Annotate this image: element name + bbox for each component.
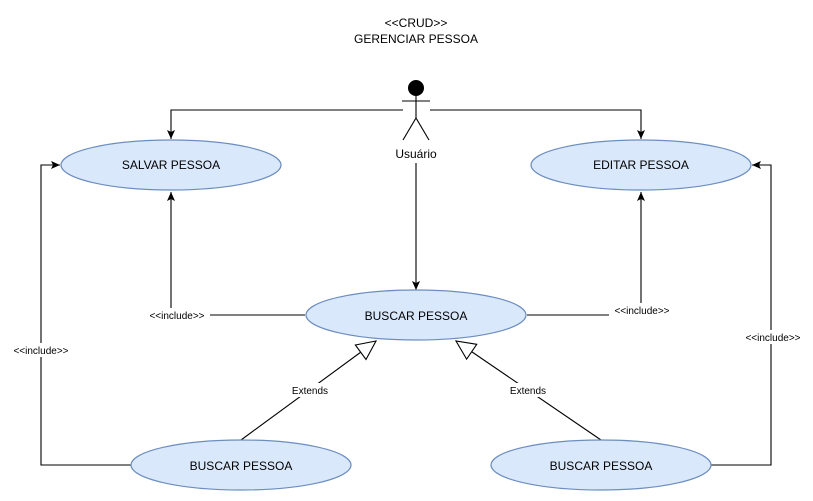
use-case-buscar-pessoa-right[interactable]: BUSCAR PESSOA (490, 439, 712, 491)
include-right-text: <<include>> (745, 333, 800, 344)
diagram-title: GERENCIAR PESSOA (354, 32, 478, 46)
label-include-right: <<include>> (740, 330, 806, 344)
use-case-buscar-pessoa[interactable]: BUSCAR PESSOA (305, 289, 527, 341)
extends-right-text: Extends (510, 386, 546, 397)
use-case-buscar-right-label: BUSCAR PESSOA (550, 459, 653, 473)
use-case-buscar-label: BUSCAR PESSOA (365, 309, 468, 323)
label-extends-right: Extends (505, 383, 551, 397)
label-include-editar: <<include>> (609, 303, 675, 317)
edge-include-left (40, 161, 131, 466)
extends-left-text: Extends (292, 386, 328, 397)
label-extends-left: Extends (287, 383, 333, 397)
use-case-buscar-left-label: BUSCAR PESSOA (190, 459, 293, 473)
edge-include-editar (527, 192, 645, 316)
label-include-salvar: <<include>> (144, 308, 210, 322)
actor-label: Usuário (395, 147, 437, 161)
actor-usuario[interactable]: Usuário (395, 80, 437, 161)
edge-include-salvar (167, 192, 305, 316)
edge-include-right (711, 161, 772, 466)
use-case-salvar-pessoa[interactable]: SALVAR PESSOA (60, 139, 282, 191)
stick-figure-icon (402, 80, 430, 141)
include-left-text: <<include>> (13, 346, 68, 357)
include-salvar-text: <<include>> (149, 311, 204, 322)
edge-actor-editar (430, 109, 645, 139)
use-case-salvar-label: SALVAR PESSOA (122, 158, 220, 172)
use-case-buscar-pessoa-left[interactable]: BUSCAR PESSOA (130, 439, 352, 491)
edge-actor-salvar (167, 109, 403, 139)
include-editar-text: <<include>> (614, 306, 669, 317)
diagram-stereotype: <<CRUD>> (385, 16, 448, 30)
label-include-left: <<include>> (8, 343, 74, 357)
use-case-editar-label: EDITAR PESSOA (593, 158, 689, 172)
use-case-editar-pessoa[interactable]: EDITAR PESSOA (530, 139, 752, 191)
